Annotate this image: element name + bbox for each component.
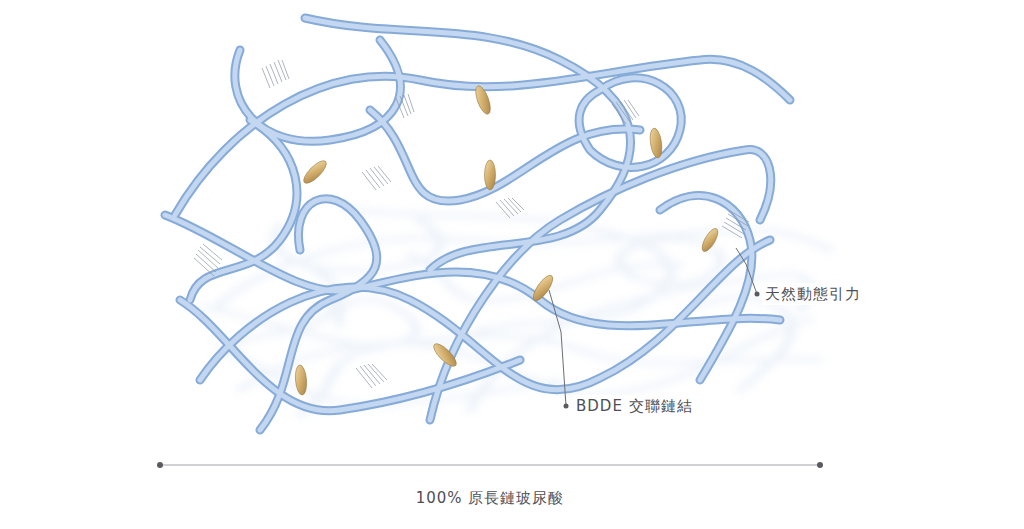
- hatch: [262, 60, 289, 88]
- leader-dot: [755, 292, 760, 297]
- hatch: [722, 211, 749, 238]
- hatch: [612, 100, 639, 124]
- hatch: [396, 94, 414, 118]
- crosslink-capsule: [473, 84, 494, 116]
- hatch: [356, 364, 387, 388]
- crosslink-capsule: [294, 365, 308, 396]
- crosslink-capsule: [699, 226, 721, 254]
- callout-label: BDDE 交聯鏈結: [573, 395, 696, 417]
- crosslink-capsule: [530, 273, 556, 304]
- leader-line: [549, 290, 566, 406]
- crosslink-capsule: [485, 160, 496, 190]
- callout-label: 天然動態引力: [762, 283, 864, 305]
- attraction-hatches: [194, 60, 749, 388]
- bracket-end: [157, 462, 163, 468]
- bdde-crosslinks: [294, 84, 721, 395]
- bracket-line: [160, 465, 820, 466]
- leader-lines: [549, 248, 757, 406]
- crosslink-capsule: [301, 158, 330, 187]
- hatch: [496, 198, 524, 218]
- crosslink-capsule: [431, 341, 460, 370]
- hyaluronic-ribbons: [165, 18, 790, 430]
- span-bracket: [157, 462, 823, 468]
- leader-dot: [564, 404, 569, 409]
- span-label: 100% 原長鏈玻尿酸: [413, 487, 568, 509]
- leader-line: [736, 248, 757, 294]
- bracket-end: [817, 462, 823, 468]
- hatch: [362, 166, 391, 190]
- leader-dots: [564, 292, 760, 409]
- crosslink-capsule: [648, 127, 663, 158]
- hatch: [194, 244, 222, 276]
